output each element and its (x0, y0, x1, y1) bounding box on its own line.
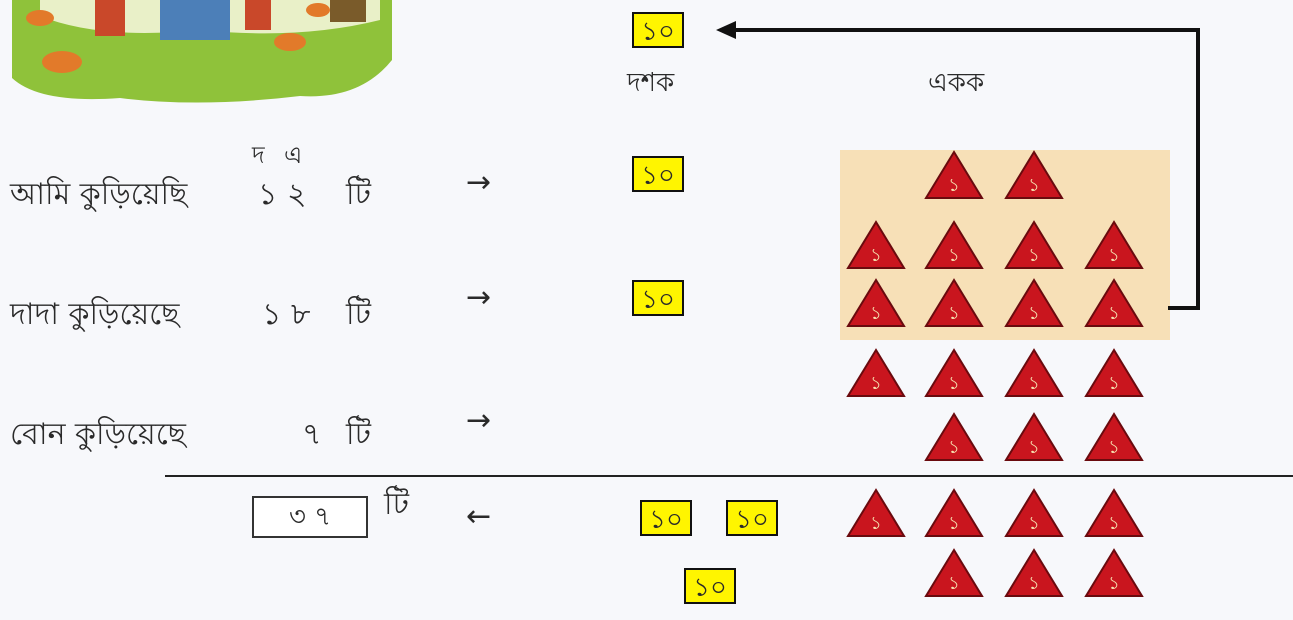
row-1-arrow: → (466, 165, 492, 200)
unit-triangle-5: ১ (1004, 220, 1064, 269)
unit-triangle-4: ১ (924, 220, 984, 269)
unit-triangle-20: ১ (1004, 488, 1064, 537)
row-1-suffix: টি (346, 177, 371, 212)
carried-ten-box: ১০ (632, 12, 684, 48)
unit-triangle-label: ১ (1108, 303, 1120, 324)
unit-triangle-label: ১ (1028, 245, 1040, 266)
unit-triangle-22: ১ (924, 548, 984, 597)
unit-triangle-label: ১ (1108, 245, 1120, 266)
sum-divider-line (165, 475, 1293, 477)
unit-triangle-label: ১ (948, 373, 960, 394)
row-2-arrow: → (466, 280, 492, 315)
total-ten-box-2: ১০ (726, 500, 778, 536)
row-2-text: দাদা কুড়িয়েছে (10, 297, 180, 332)
unit-triangle-label: ১ (948, 437, 960, 458)
unit-triangle-1: ১ (924, 150, 984, 199)
unit-triangle-14: ১ (1084, 348, 1144, 397)
unit-triangle-19: ১ (924, 488, 984, 537)
unit-triangle-label: ১ (1028, 373, 1040, 394)
row-3-digits: ৭ (302, 417, 322, 452)
unit-triangle-label: ১ (1028, 513, 1040, 534)
children-picking-fruit-illustration (12, 0, 392, 103)
row-3-suffix: টি (346, 417, 371, 452)
unit-triangle-6: ১ (1084, 220, 1144, 269)
unit-triangle-18: ১ (846, 488, 906, 537)
unit-triangle-label: ১ (870, 245, 882, 266)
unit-triangle-label: ১ (948, 573, 960, 594)
row-1-digits: ১ ২ (258, 177, 307, 212)
tens-column-heading: দশক (627, 68, 675, 98)
unit-triangle-23: ১ (1004, 548, 1064, 597)
unit-triangle-label: ১ (1108, 373, 1120, 394)
unit-triangle-label: ১ (1028, 573, 1040, 594)
row-2-ten-box: ১০ (632, 280, 684, 316)
unit-triangle-label: ১ (948, 245, 960, 266)
row-3-text: বোন কুড়িয়েছে (10, 417, 186, 452)
unit-triangle-2: ১ (1004, 150, 1064, 199)
unit-triangle-label: ১ (1108, 513, 1120, 534)
total-ten-box-3: ১০ (684, 568, 736, 604)
unit-triangle-label: ১ (870, 303, 882, 324)
unit-triangle-10: ১ (1084, 278, 1144, 327)
unit-triangle-12: ১ (924, 348, 984, 397)
row-1-ten-box: ১০ (632, 156, 684, 192)
unit-triangle-label: ১ (1028, 175, 1040, 196)
unit-triangle-label: ১ (870, 373, 882, 394)
unit-triangle-11: ১ (846, 348, 906, 397)
units-letter: এ (284, 141, 303, 169)
unit-triangle-21: ১ (1084, 488, 1144, 537)
total-arrow: ← (466, 499, 492, 534)
unit-triangle-label: ১ (1028, 437, 1040, 458)
unit-triangle-label: ১ (1108, 437, 1120, 458)
row-1-text: আমি কুড়িয়েছি (10, 177, 188, 212)
unit-triangle-label: ১ (948, 513, 960, 534)
unit-triangle-7: ১ (846, 278, 906, 327)
total-answer-box: ৩ ৭ (252, 496, 368, 538)
row-3-arrow: → (466, 403, 492, 438)
unit-triangle-8: ১ (924, 278, 984, 327)
units-column-heading: একক (928, 68, 985, 98)
tens-letter: দ (252, 141, 265, 169)
unit-triangle-13: ১ (1004, 348, 1064, 397)
row-2-suffix: টি (346, 297, 371, 332)
unit-triangle-15: ১ (924, 412, 984, 461)
unit-triangle-label: ১ (870, 513, 882, 534)
unit-triangle-17: ১ (1084, 412, 1144, 461)
row-2-digits: ১ ৮ (262, 297, 311, 332)
unit-triangle-label: ১ (948, 303, 960, 324)
unit-triangle-label: ১ (948, 175, 960, 196)
unit-triangle-9: ১ (1004, 278, 1064, 327)
unit-triangle-3: ১ (846, 220, 906, 269)
total-suffix: টি (384, 487, 409, 522)
unit-triangle-16: ১ (1004, 412, 1064, 461)
unit-triangle-label: ১ (1108, 573, 1120, 594)
total-ten-box-1: ১০ (640, 500, 692, 536)
unit-triangle-24: ১ (1084, 548, 1144, 597)
unit-triangle-label: ১ (1028, 303, 1040, 324)
